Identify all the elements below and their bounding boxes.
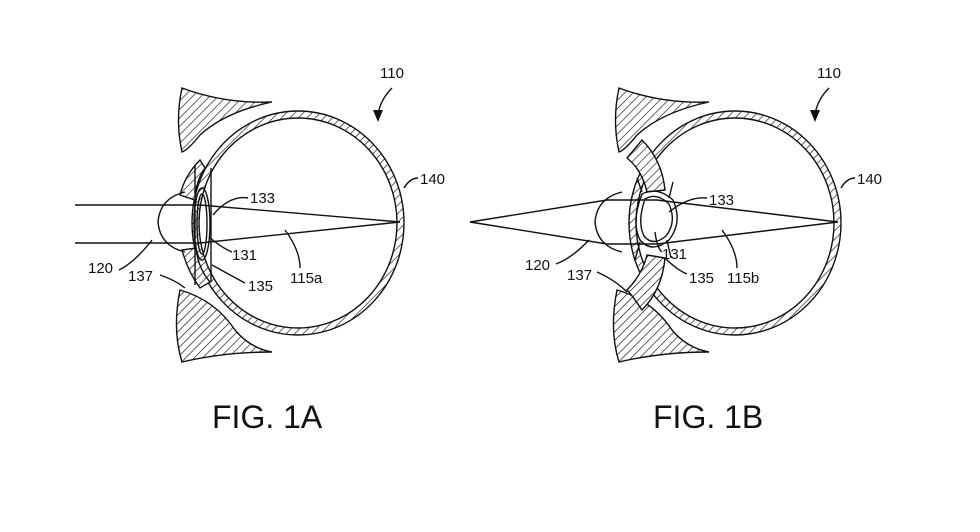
label-110: 110: [380, 65, 404, 82]
light-ray-lower: [469, 221, 839, 245]
label-120: 120: [525, 257, 550, 274]
label-131: 131: [232, 247, 257, 264]
lens-capsule: [196, 193, 208, 255]
eyeball-shell: [191, 110, 405, 336]
lens: [635, 190, 678, 248]
label-133: 133: [709, 192, 734, 209]
label-137: 137: [128, 268, 153, 285]
eyeball-shell: [628, 110, 842, 336]
label-131: 131: [662, 246, 687, 263]
upper-eyelid: [177, 87, 273, 153]
label-140: 140: [857, 171, 882, 188]
light-ray-upper: [469, 199, 839, 223]
label-140: 140: [420, 171, 445, 188]
label-137: 137: [567, 267, 592, 284]
zonules: [194, 165, 212, 285]
figure-1a: 110 140 133 131 120 137 135 115a FIG. 1A: [75, 65, 445, 435]
label-135: 135: [689, 270, 714, 287]
label-115a: 115a: [290, 270, 323, 287]
figure-caption: FIG. 1A: [212, 399, 323, 435]
cornea: [594, 191, 623, 253]
light-ray-upper: [75, 204, 401, 223]
cornea: [157, 191, 186, 253]
label-115b: 115b: [727, 270, 759, 287]
label-135: 135: [248, 278, 273, 295]
lens: [193, 187, 211, 261]
lens-capsule: [640, 195, 674, 243]
upper-eyelid: [614, 87, 710, 153]
label-120: 120: [88, 260, 113, 277]
lower-eyelid: [175, 289, 273, 363]
label-110: 110: [817, 65, 841, 82]
lower-eyelid: [612, 289, 710, 363]
light-ray-lower: [75, 221, 401, 244]
label-133: 133: [250, 190, 275, 207]
figure-1b: 110 140 133 131 120 137 135 115b FIG. 1B: [469, 65, 882, 435]
zonules: [634, 177, 674, 261]
figure-caption: FIG. 1B: [653, 399, 763, 435]
